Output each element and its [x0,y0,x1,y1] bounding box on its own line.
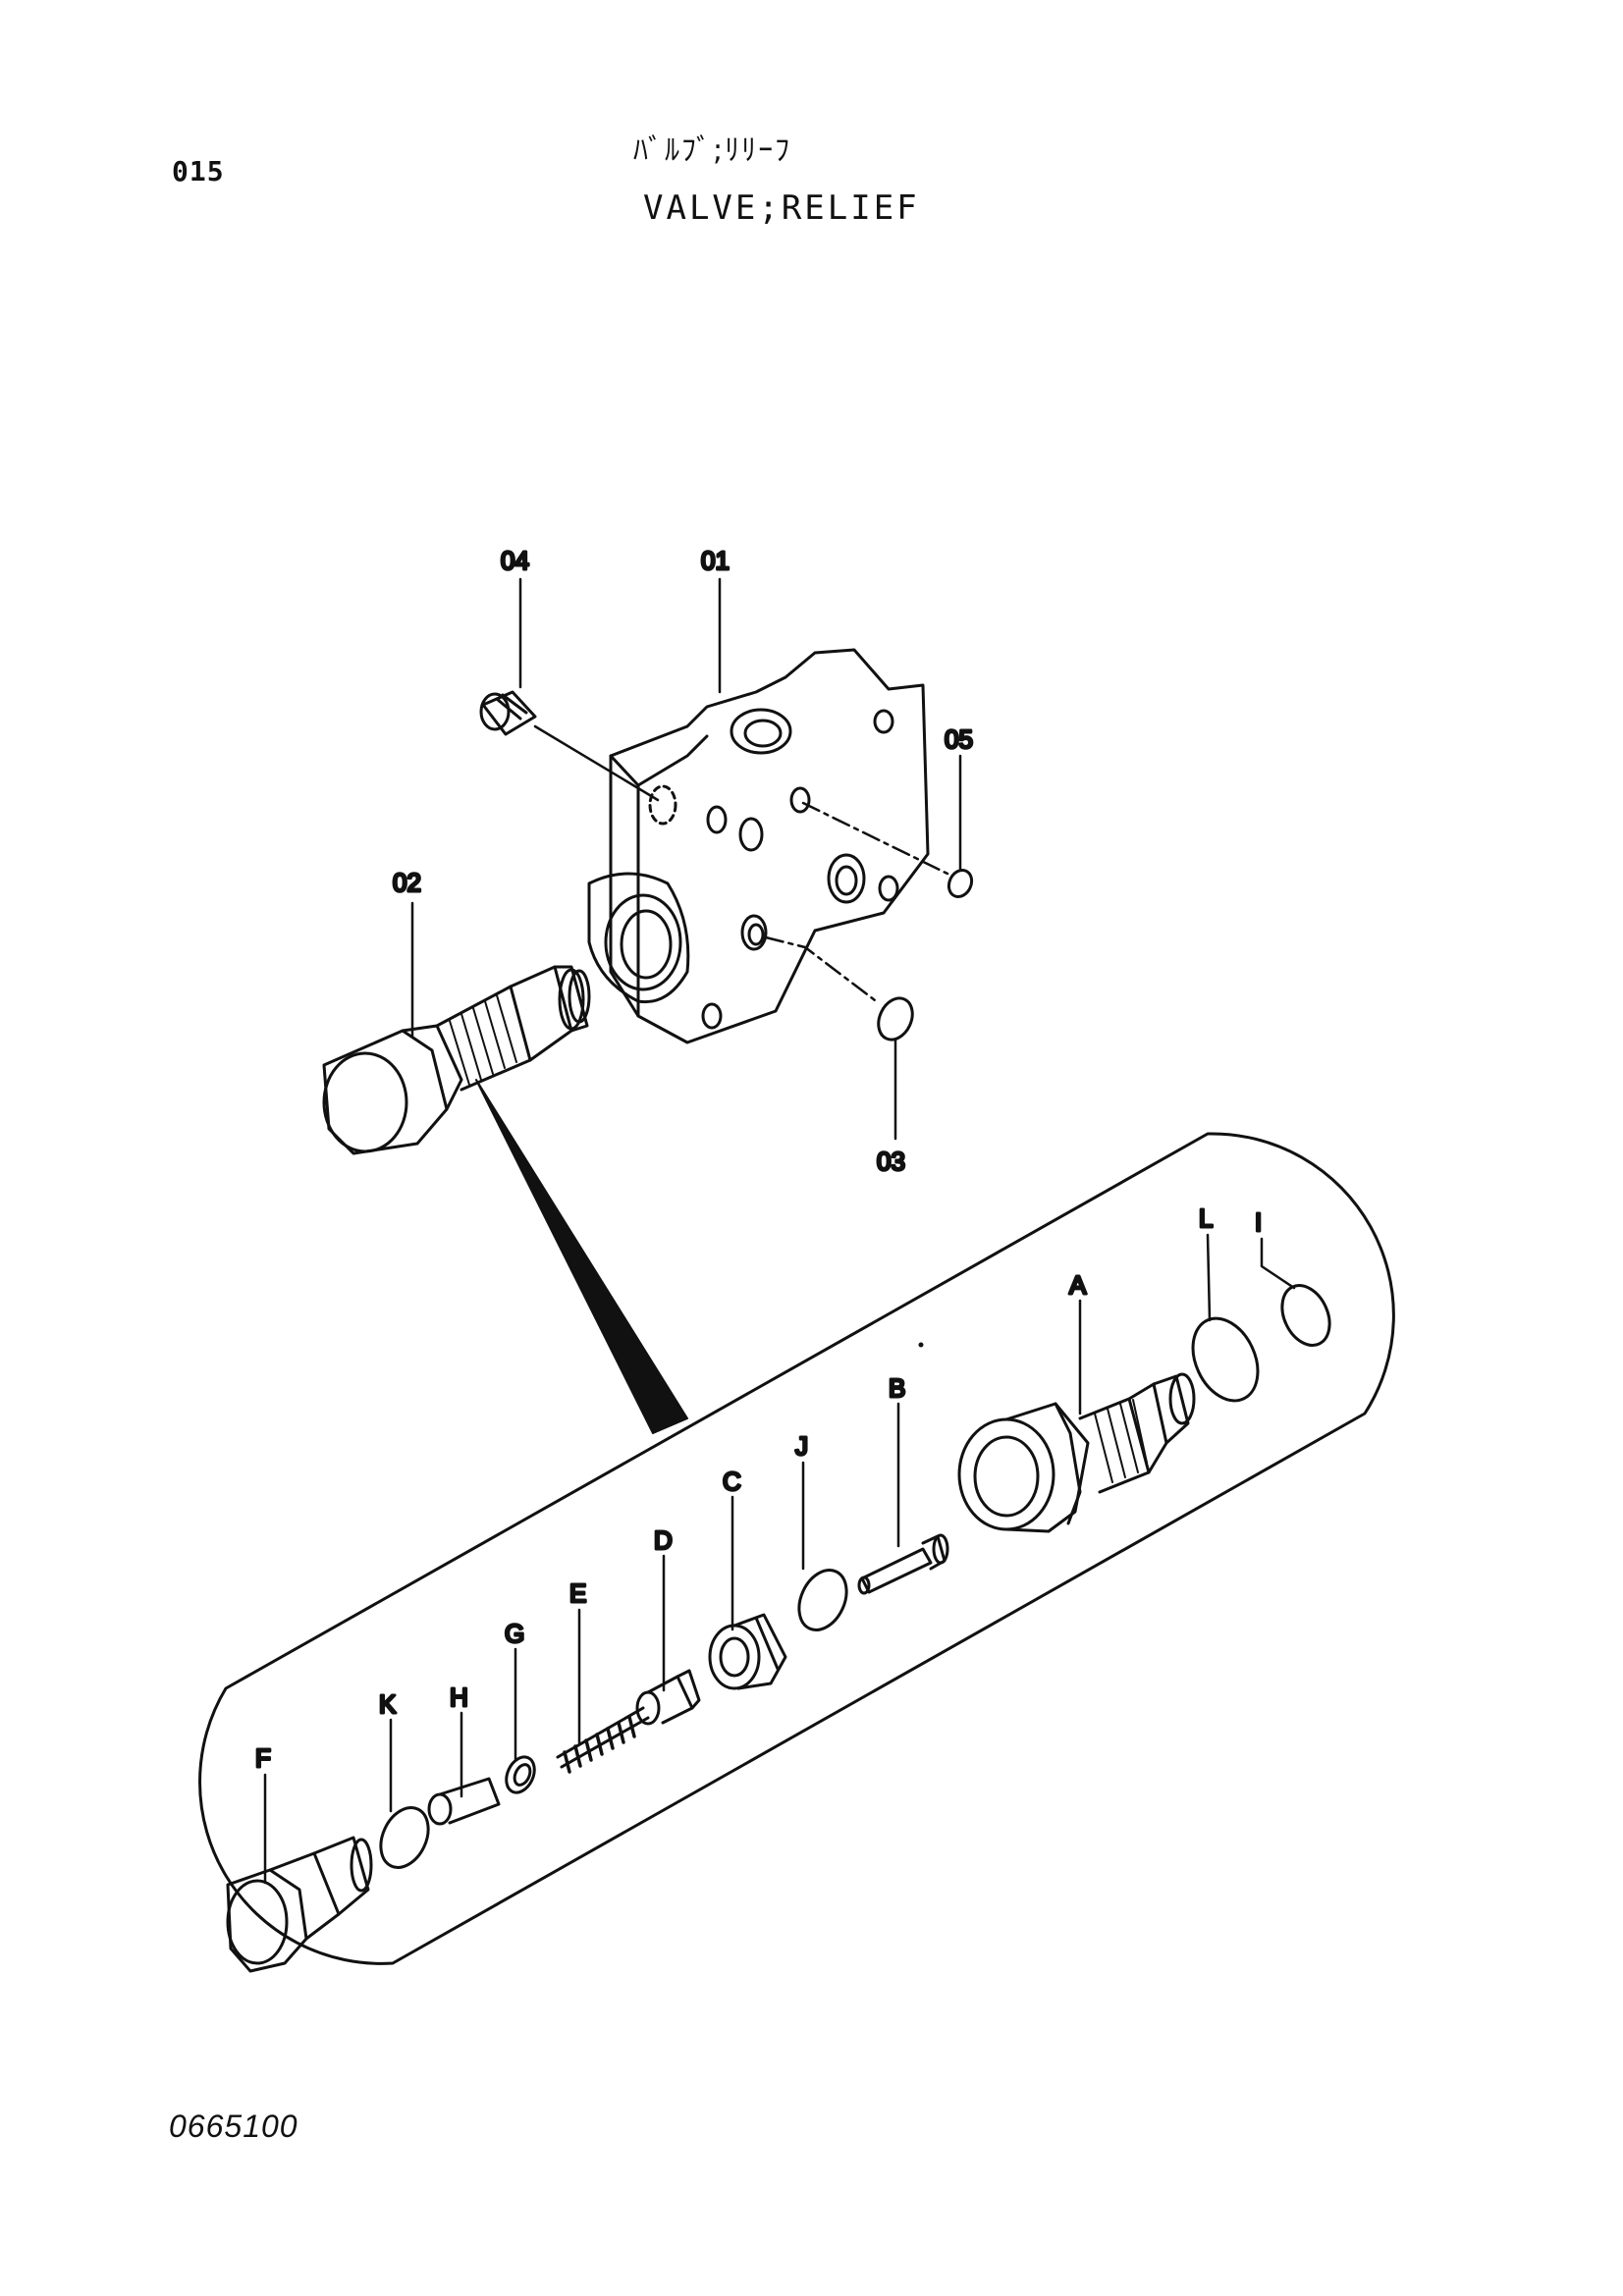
callout-J: J [795,1431,808,1461]
callout-A: A [1069,1270,1087,1300]
detail-capsule-outline [198,1132,1395,1965]
o-ring-K [379,1806,430,1869]
callout-01: 01 [701,546,730,575]
part-G-washer [505,1755,536,1794]
callout-05: 05 [945,724,973,754]
relief-cartridge-02 [322,965,591,1155]
callout-L: L [1199,1203,1213,1233]
callout-H: H [450,1682,468,1712]
o-ring-J [797,1569,848,1631]
callout-E: E [569,1578,586,1608]
detail-leader-wedge [475,1079,688,1434]
plug-04 [479,690,660,802]
part-E-spring [556,1706,650,1774]
title-english: VALVE;RELIEF [643,188,920,228]
part-B-poppet [857,1533,949,1595]
callout-I: I [1255,1207,1262,1237]
part-C-seat [708,1613,787,1690]
o-ring-L [1191,1316,1260,1403]
callout-K: K [379,1689,397,1719]
drawing-number: 0665100 [169,2109,298,2144]
callout-G: G [505,1619,524,1648]
part-A-body [957,1372,1196,1533]
part-F-cap [226,1836,373,1973]
callout-03: 03 [877,1147,905,1176]
part-H-pin [427,1777,501,1826]
title-japanese: ﾊﾞﾙﾌﾞ;ﾘﾘｰﾌ [633,133,792,168]
o-ring-I [1280,1284,1331,1347]
callout-C: C [723,1467,741,1496]
callout-02: 02 [393,868,421,897]
callout-D: D [654,1525,673,1555]
o-ring-03 [764,935,914,1041]
o-ring-05 [801,801,974,899]
leader-lines [263,577,1296,1885]
valve-body-01 [587,648,930,1044]
callout-F: F [255,1743,271,1773]
callout-04: 04 [501,546,529,575]
callout-B: B [889,1373,905,1403]
part-D-piston [635,1669,701,1726]
page-number: 015 [172,155,225,187]
stray-dot [918,1342,924,1348]
